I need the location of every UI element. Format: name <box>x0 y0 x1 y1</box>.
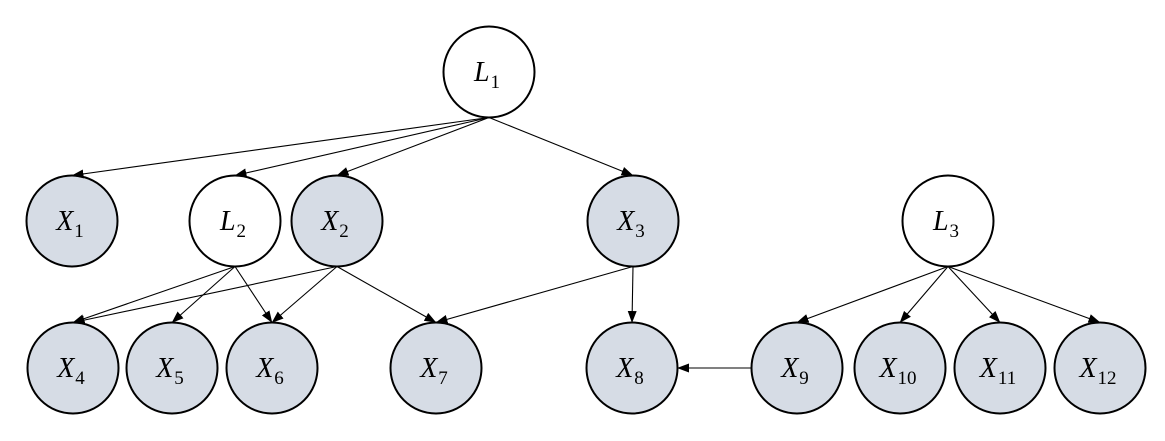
edge-X3-X8 <box>627 266 637 323</box>
edge-L1-L2 <box>234 116 490 178</box>
node-X5: X5 <box>125 321 219 415</box>
node-L1: L1 <box>442 25 536 119</box>
edge-L2-X4 <box>72 265 236 324</box>
node-X12: X12 <box>1053 321 1147 415</box>
node-label-X7: X7 <box>419 353 448 389</box>
node-X10: X10 <box>853 321 947 415</box>
edge-X2-X6 <box>271 266 338 323</box>
node-X3: X3 <box>586 174 680 268</box>
edge-X2-X4 <box>72 265 338 325</box>
node-X1: X1 <box>25 174 119 268</box>
node-L3: L3 <box>901 174 995 268</box>
edge-L1-X2 <box>336 116 490 177</box>
edge-L3-X12 <box>947 265 1101 324</box>
node-X6: X6 <box>225 321 319 415</box>
node-X11: X11 <box>953 321 1047 415</box>
edge-L3-X10 <box>899 266 949 323</box>
node-L2: L2 <box>188 174 282 268</box>
edge-L3-X11 <box>947 266 1001 323</box>
edge-X2-X7 <box>336 266 437 323</box>
edge-L1-X3 <box>488 116 634 177</box>
node-X2: X2 <box>290 174 384 268</box>
node-X7: X7 <box>389 321 483 415</box>
edge-X3-X7 <box>435 265 634 324</box>
edge-L1-X1 <box>71 116 490 179</box>
edge-L3-X9 <box>796 265 949 324</box>
edge-L2-X6 <box>234 266 273 323</box>
node-X8: X8 <box>585 321 679 415</box>
edges-layer <box>71 116 1101 373</box>
node-X9: X9 <box>750 321 844 415</box>
node-X4: X4 <box>26 321 120 415</box>
